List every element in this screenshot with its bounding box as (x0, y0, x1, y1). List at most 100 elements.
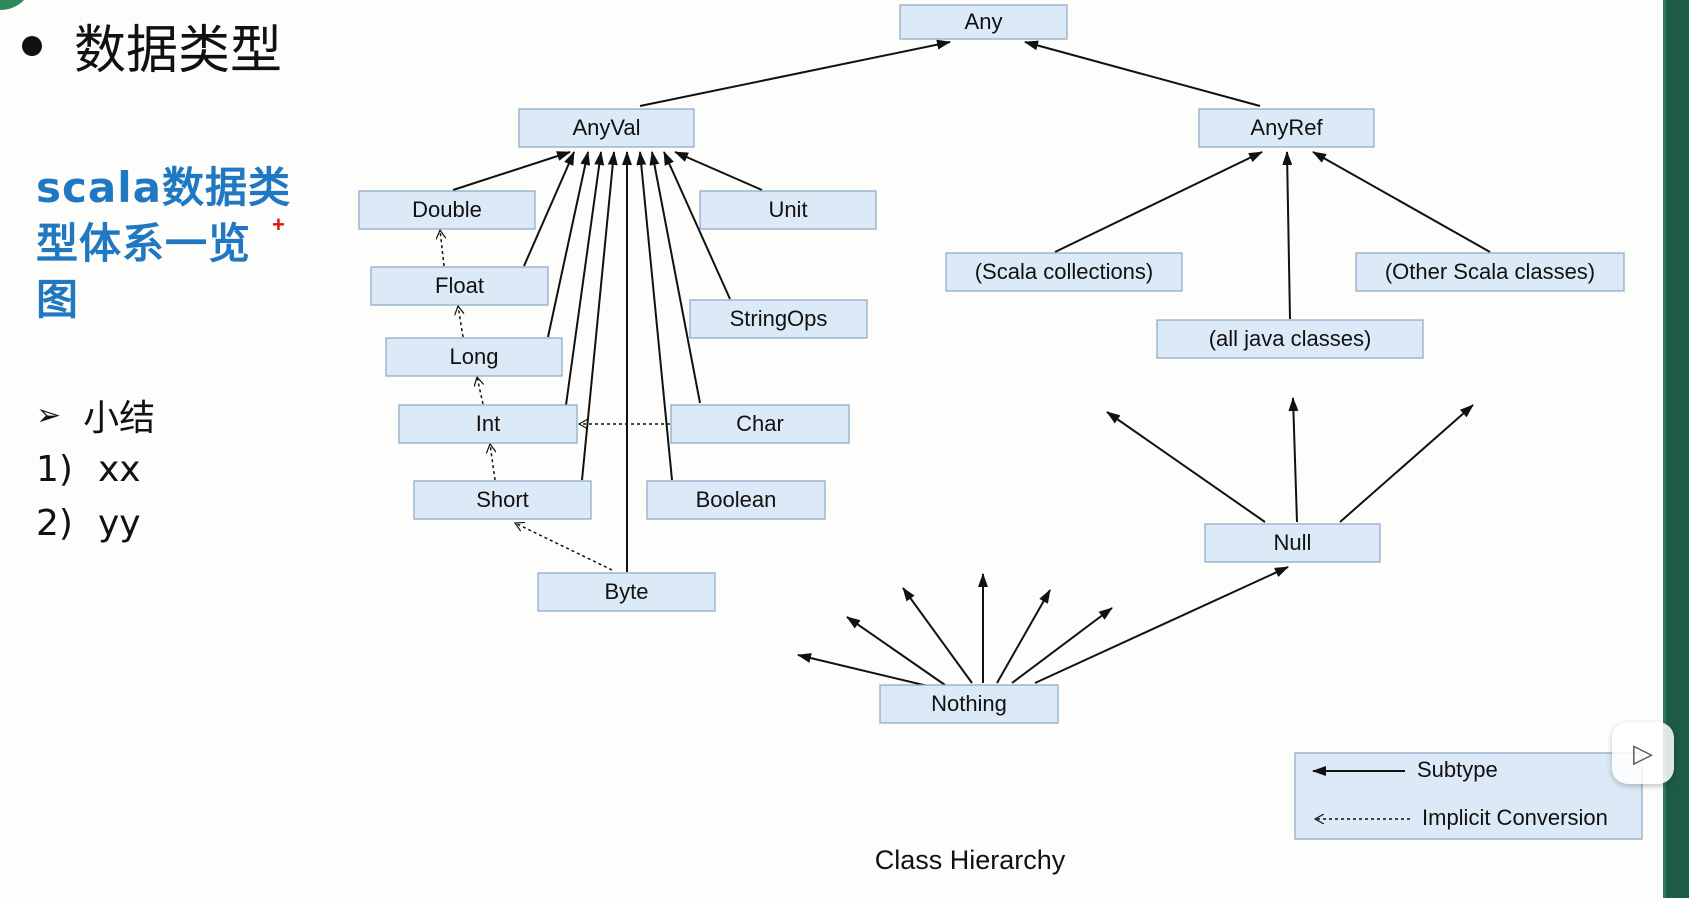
node-label: Float (435, 273, 484, 298)
node-box (1198, 108, 1375, 148)
slide-subtitle: scala数据类 型体系一览 图 (36, 160, 296, 328)
implicit-arrow-float-to-double (440, 230, 444, 267)
null-fanout-arrow-0 (1106, 411, 1266, 523)
subtype-arrow-int-to-anyval (565, 151, 605, 406)
node-label: Int (476, 411, 500, 436)
node-label: (Other Scala classes) (1385, 259, 1595, 284)
node-label: Boolean (696, 487, 777, 512)
node-box (537, 572, 716, 612)
node-label: (all java classes) (1209, 326, 1372, 351)
node-label: AnyRef (1250, 115, 1323, 140)
subtype-arrow-nothing-to-null (1034, 566, 1289, 684)
subtitle-line: scala数据类 (36, 163, 291, 212)
corner-badge (0, 0, 30, 10)
implicit-arrow-long-to-float (458, 306, 463, 338)
node-label: Long (450, 344, 499, 369)
node-scala-collections: (Scala collections) (945, 252, 1183, 292)
node-box (699, 190, 877, 230)
node-box (879, 684, 1059, 724)
node-box (1204, 523, 1381, 563)
nothing-fanout-arrow-1 (846, 616, 946, 686)
cursor-plus-icon: + (272, 212, 285, 237)
node-unit: Unit (699, 190, 877, 230)
subtype-arrow-long-to-anyval (547, 151, 591, 338)
implicit-arrow-int-to-long (477, 377, 483, 405)
node-box (899, 4, 1068, 40)
null-fanout-arrow-1 (1288, 397, 1299, 523)
node-nothing: Nothing (879, 684, 1059, 724)
node-label: Double (412, 197, 482, 222)
slide-title: 数据类型 (22, 8, 282, 83)
node-box (689, 299, 868, 339)
slide-title-text: 数据类型 (74, 21, 283, 81)
node-boolean: Boolean (646, 480, 826, 520)
node-label: AnyVal (572, 115, 640, 140)
bullet-icon (22, 35, 42, 56)
diagram-caption: Class Hierarchy (875, 845, 1066, 875)
summary-item: 1) xx (36, 442, 155, 496)
node-byte: Byte (537, 572, 716, 612)
summary-item-number: 1) (36, 448, 73, 490)
node-box (398, 404, 578, 444)
node-label: Char (736, 411, 784, 436)
node-float: Float (370, 266, 549, 306)
subtype-arrow-unit-to-anyval (674, 151, 763, 191)
subtype-arrow-float-to-anyval (523, 151, 575, 267)
subtype-arrow-anyval-to-any (639, 39, 951, 107)
subtype-arrow-other_scala-to-anyref (1312, 151, 1491, 253)
node-other-scala: (Other Scala classes) (1355, 252, 1625, 292)
node-label: Nothing (931, 691, 1007, 716)
implicit-arrow-byte-to-short (515, 523, 613, 571)
legend: Subtype Implicit Conversion (1294, 752, 1643, 840)
node-box (670, 404, 850, 444)
subtype-arrow-double-to-anyval (452, 151, 571, 191)
edges-layer (440, 39, 1491, 688)
node-label: (Scala collections) (975, 259, 1154, 284)
summary-item: 2) yy (36, 496, 155, 550)
node-any: Any (899, 4, 1068, 40)
subtype-arrow-short-to-anyval (581, 151, 618, 481)
implicit-arrow-short-to-int (490, 444, 495, 481)
node-box (413, 480, 592, 520)
arrow-bullet-icon: ➢ (36, 397, 62, 433)
node-char: Char (670, 404, 850, 444)
summary-heading-row: ➢ 小结 (36, 388, 155, 442)
node-box (370, 266, 549, 306)
node-label: Byte (604, 579, 648, 604)
node-box (1156, 319, 1424, 359)
summary-heading: 小结 (83, 398, 156, 439)
summary-item-text: yy (98, 502, 141, 544)
node-int: Int (398, 404, 578, 444)
nothing-fanout-arrow-0 (797, 653, 933, 688)
subtype-arrow-anyref-to-any (1024, 40, 1261, 107)
subtitle-line: 型体系一览 (36, 219, 252, 268)
node-box (385, 337, 563, 377)
node-null: Null (1204, 523, 1381, 563)
summary-item-number: 2) (36, 502, 73, 544)
subtype-arrow-boolean-to-anyval (636, 151, 673, 481)
legend-box (1294, 752, 1643, 840)
subtype-arrow-scala_collections-to-anyref (1054, 151, 1263, 253)
summary-list: ➢ 小结 1) xx 2) yy (36, 388, 155, 550)
legend-implicit-label: Implicit Conversion (1422, 805, 1608, 830)
play-button[interactable]: ▷ (1612, 722, 1674, 784)
legend-subtype-label: Subtype (1417, 757, 1498, 782)
node-double: Double (358, 190, 536, 230)
node-label: Any (965, 9, 1003, 34)
node-label: StringOps (730, 306, 828, 331)
node-box (1355, 252, 1625, 292)
subtype-arrow-char-to-anyval (649, 151, 701, 404)
summary-item-text: xx (98, 448, 141, 490)
subtype-arrow-stringops-to-anyval (663, 151, 731, 300)
node-label: Null (1274, 530, 1312, 555)
node-box (646, 480, 826, 520)
node-stringops: StringOps (689, 299, 868, 339)
node-box (518, 108, 695, 148)
node-java-classes: (all java classes) (1156, 319, 1424, 359)
subtitle-line: 图 (36, 275, 80, 324)
null-fanout-arrow-2 (1339, 404, 1474, 523)
node-anyval: AnyVal (518, 108, 695, 148)
nothing-fanout-arrow-4 (996, 589, 1051, 684)
